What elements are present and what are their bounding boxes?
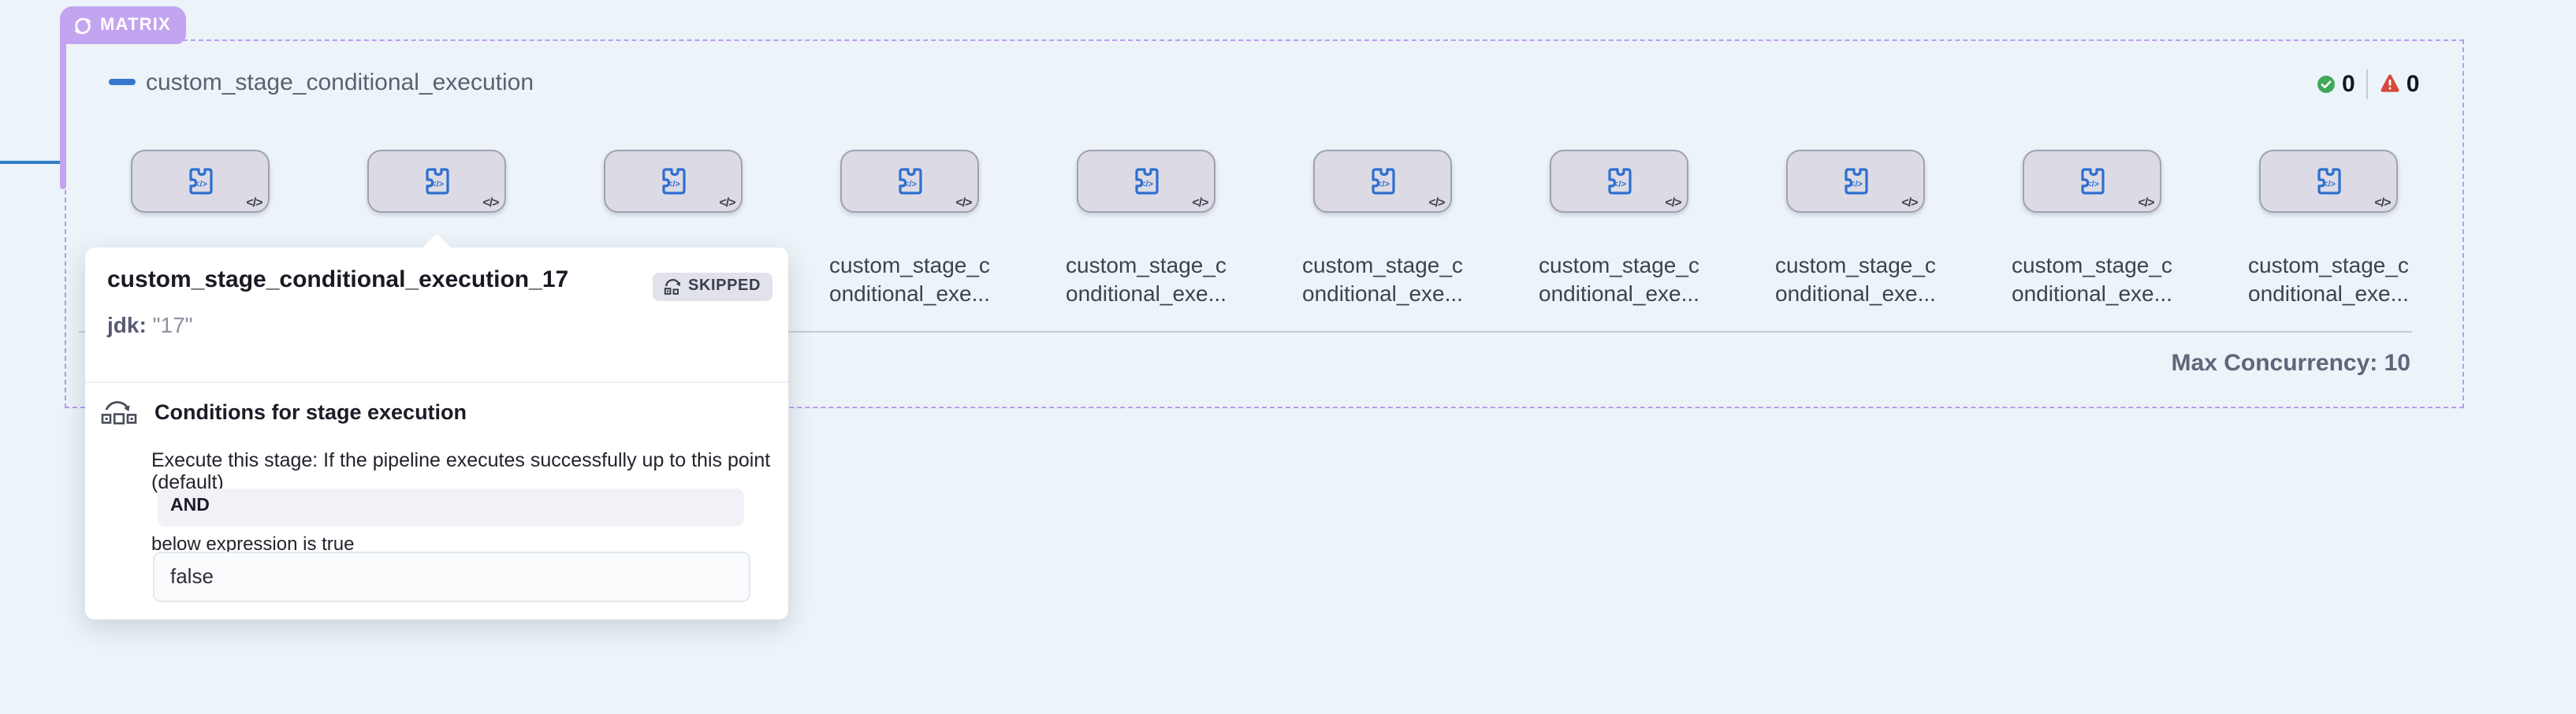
condition-expression-field: false	[153, 552, 750, 602]
stage-node[interactable]: </> </>	[603, 149, 743, 212]
custom-stage-icon: </>	[2317, 168, 2341, 195]
error-count: 0	[2406, 70, 2420, 97]
code-icon: </>	[1901, 195, 1918, 209]
max-concurrency-label: Max Concurrency: 10	[2171, 350, 2410, 377]
matrix-axis-value: jdk: "17"	[107, 311, 193, 337]
code-icon: </>	[955, 195, 972, 209]
svg-text:</>: </>	[1377, 180, 1390, 189]
stage-node[interactable]: </> </>	[130, 149, 270, 212]
code-icon: </>	[2374, 195, 2391, 209]
status-badge: SKIPPED	[653, 272, 772, 301]
skipped-icon	[664, 279, 681, 296]
count-divider	[2366, 69, 2369, 99]
stage-node[interactable]: </> </>	[1549, 149, 1689, 212]
matrix-group-title: custom_stage_conditional_execution	[146, 69, 534, 96]
custom-stage-icon: </>	[1372, 168, 1395, 195]
svg-text:</>: </>	[904, 180, 917, 189]
svg-text:</>: </>	[2323, 180, 2336, 189]
matrix-badge[interactable]: MATRIX	[59, 6, 187, 44]
success-count: 0	[2342, 70, 2355, 97]
custom-stage-icon: </>	[426, 168, 449, 195]
code-icon: </>	[719, 195, 735, 209]
card-divider	[85, 381, 788, 382]
custom-stage-icon: </>	[1608, 168, 1632, 195]
custom-stage-icon: </>	[2081, 168, 2105, 195]
code-icon: </>	[1192, 195, 1208, 209]
stage-node-group: </> </> custom_stage_c onditional_exe...	[791, 149, 1028, 307]
matrix-left-bar	[59, 32, 66, 189]
panel-divider	[79, 331, 2412, 333]
conditions-note: below expression is true	[151, 532, 355, 554]
stage-label: custom_stage_c onditional_exe...	[1066, 252, 1227, 306]
stage-node-group: </> </> custom_stage_c onditional_exe...	[1974, 149, 2210, 307]
stage-node[interactable]: </> </>	[2022, 149, 2162, 212]
pipeline-connector-line	[0, 160, 61, 164]
success-icon	[2317, 75, 2335, 92]
svg-text:</>: </>	[2086, 180, 2099, 189]
condition-operator-field: AND	[158, 489, 744, 526]
stage-label: custom_stage_c onditional_exe...	[829, 252, 990, 306]
svg-text:</>: </>	[1850, 180, 1863, 189]
stage-label: custom_stage_c onditional_exe...	[1775, 252, 1936, 306]
stage-label: custom_stage_c onditional_exe...	[1302, 252, 1463, 306]
stage-node[interactable]: </> </>	[367, 149, 507, 212]
custom-stage-icon: </>	[899, 168, 922, 195]
custom-stage-icon: </>	[662, 168, 686, 195]
stage-node-group: </> </> custom_stage_c onditional_exe...	[1501, 149, 1737, 307]
stage-label: custom_stage_c onditional_exe...	[2248, 252, 2409, 306]
code-icon: </>	[246, 195, 262, 209]
stage-node[interactable]: </> </>	[1312, 149, 1453, 212]
custom-stage-icon: </>	[1135, 168, 1159, 195]
code-icon: </>	[1428, 195, 1445, 209]
stage-tooltip-card: custom_stage_conditional_execution_17 SK…	[85, 232, 788, 619]
conditions-icon	[101, 400, 137, 424]
svg-text:</>: </>	[668, 180, 680, 189]
svg-text:</>: </>	[1141, 180, 1153, 189]
jdk-value: "17"	[152, 311, 193, 337]
code-icon: </>	[2138, 195, 2154, 209]
status-badge-label: SKIPPED	[688, 277, 761, 296]
loop-icon	[73, 17, 91, 34]
stage-node-group: </> </> custom_stage_c onditional_exe...	[2210, 149, 2447, 307]
matrix-badge-label: MATRIX	[100, 16, 171, 35]
jdk-key: jdk:	[107, 311, 147, 337]
stage-node[interactable]: </> </>	[839, 149, 980, 212]
stage-node[interactable]: </> </>	[1076, 149, 1216, 212]
svg-text:</>: </>	[431, 180, 444, 189]
svg-text:</>: </>	[1614, 180, 1626, 189]
stage-label: custom_stage_c onditional_exe...	[2012, 252, 2172, 306]
custom-stage-icon: </>	[189, 168, 213, 195]
stage-node[interactable]: </> </>	[1785, 149, 1926, 212]
error-icon	[2381, 75, 2399, 93]
collapse-toggle[interactable]	[109, 79, 136, 84]
matrix-dashed-container	[65, 39, 2464, 407]
stage-node[interactable]: </> </>	[2258, 149, 2399, 212]
conditions-description: Execute this stage: If the pipeline exec…	[151, 448, 771, 493]
stage-node-group: </> </> custom_stage_c onditional_exe...	[1737, 149, 1974, 307]
code-icon: </>	[482, 195, 499, 209]
tooltip-stage-title: custom_stage_conditional_execution_17	[107, 266, 569, 292]
code-icon: </>	[1665, 195, 1681, 209]
custom-stage-icon: </>	[1845, 168, 1868, 195]
stage-label: custom_stage_c onditional_exe...	[1539, 252, 1699, 306]
conditions-heading: Conditions for stage execution	[154, 400, 467, 423]
stage-node-group: </> </> custom_stage_c onditional_exe...	[1028, 149, 1264, 307]
svg-text:</>: </>	[195, 180, 207, 189]
status-counts: 0 0	[2317, 69, 2420, 99]
stage-node-group: </> </> custom_stage_c onditional_exe...	[1264, 149, 1501, 307]
